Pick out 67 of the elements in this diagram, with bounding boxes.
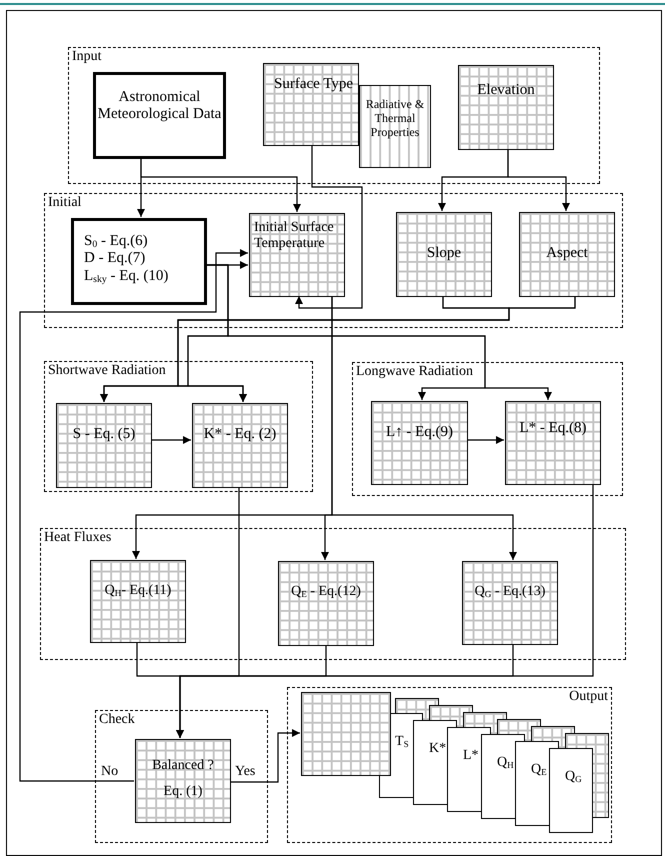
group-frame [352,362,623,496]
group-frame [44,193,623,328]
grid-box [462,561,558,645]
box-text: L↑ - Eq.(9) [386,424,454,442]
grid-box [135,739,231,823]
grid-box [90,560,186,643]
group-title: Heat Fluxes [44,530,112,546]
group-frame [44,361,313,492]
grid-box [263,63,359,146]
group-frame [287,687,612,843]
data-box [93,72,226,159]
grid-box [278,561,374,646]
box-text: Balanced ? [152,758,214,774]
box-text: L* - Eq.(8) [519,420,587,438]
connector-arrow [507,149,570,211]
grid-box [458,65,554,150]
box-text: K* - Eq. (2) [204,426,276,444]
box-text: Astronomical Meteorological Data [96,89,222,124]
box-text: Surface Type [274,76,354,94]
box-text: Initial Surface Temperature [254,220,335,252]
grid-box [396,212,492,297]
group-title: Check [99,712,135,728]
box-text: D - Eq.(7) [84,250,146,268]
box-text: Q$_{E}$ - Eq.(12) [291,584,361,600]
box-text: Q$_{E}$ [531,762,547,778]
data-box [71,218,207,305]
group-frame [95,710,268,843]
grid-box [249,213,345,297]
connector-arrow [176,484,594,738]
connector-arrow [140,158,301,212]
group-title: Longwave Radiation [356,364,474,380]
box-text: T$_{S}$ [395,734,409,750]
box-text: Slope [426,245,462,262]
property-box [359,85,431,168]
grid-box [519,212,615,297]
data-sheet [301,692,391,776]
group-title: Output [569,689,608,704]
box-text: Q$_{H}$- Eq.(11) [104,583,172,600]
connector-arrow [295,145,363,309]
connector-arrow [467,436,504,444]
box-text: S$_{0}$ - Eq.(6) [84,233,148,250]
group-title: Input [72,49,102,64]
box-text: Q$_{G}$ - Eq.(13) [474,584,546,600]
box-text: K* [429,741,446,758]
connector-arrow [19,249,248,782]
output-sheet [549,748,593,833]
box-text: Q$_{H}$ [497,755,514,772]
group-frame [40,528,626,660]
grid-box [371,401,468,485]
group-frame [68,47,600,184]
grid-box [192,403,288,488]
group-title: Initial [48,195,82,210]
grid-box [56,403,152,488]
connector-arrow [331,296,517,560]
box-text: S - Eq. (5) [72,426,136,444]
box-text: Q$_{G}$ [565,769,582,786]
box-text: Aspect [546,245,588,262]
connector-arrow [206,264,552,400]
connector-arrow [230,729,300,783]
box-text: Elevation [477,82,535,100]
grid-box [505,401,601,485]
box-text: Radiative & Thermal Properties [364,98,426,140]
group-title: Shortwave Radiation [48,363,166,378]
box-text: L* [463,748,479,764]
box-text: Eq. (1) [164,784,202,800]
box-text: L$_{sky}$ - Eq. (10) [84,268,168,285]
connector-arrow [151,436,191,444]
